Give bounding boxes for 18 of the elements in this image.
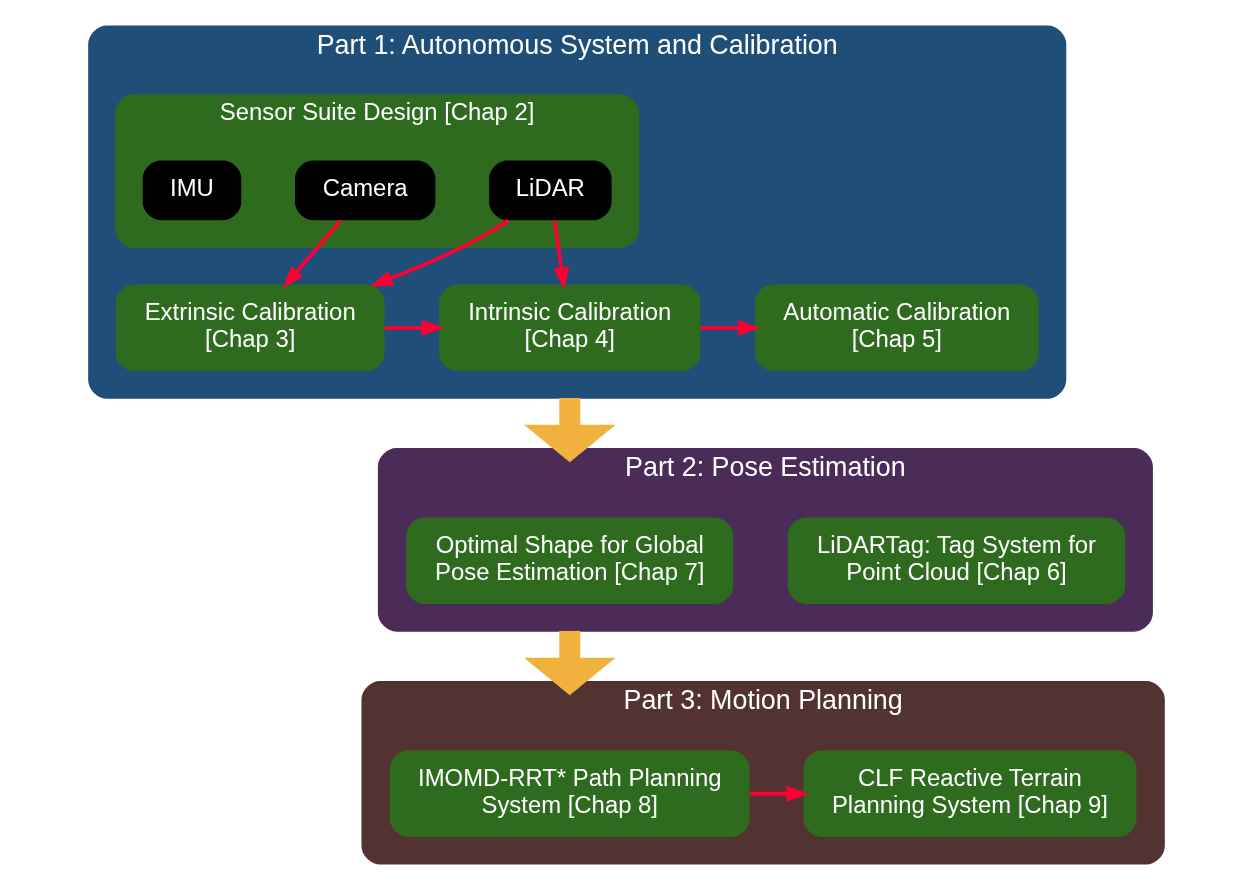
node-box: Intrinsic Calibration [Chap 4] [439,284,701,372]
arrow [385,319,445,336]
node-box: IMU [142,160,242,221]
node-box: Optimal Shape for Global Pose Estimation [Chap 7] [406,517,734,605]
arrow [523,630,616,696]
node-box: LiDARTag: Tag System for Point Cloud [Chap 6] [787,517,1126,605]
arrow [552,220,570,290]
arrow [700,319,761,336]
arrow [523,397,616,463]
node-box: LiDAR [489,160,612,221]
node-box: CLF Reactive Terrain Planning System [Chap 9] [803,750,1137,837]
node-box: Camera [295,160,436,221]
node-box: Automatic Calibration [Chap 5] [754,284,1039,372]
arrow [282,219,343,289]
node-box: IMOMD-RRT* Path Planning System [Chap 8] [389,750,750,837]
arrow [370,218,510,287]
arrow [749,785,809,802]
node-box: Extrinsic Calibration [Chap 3] [115,284,385,372]
